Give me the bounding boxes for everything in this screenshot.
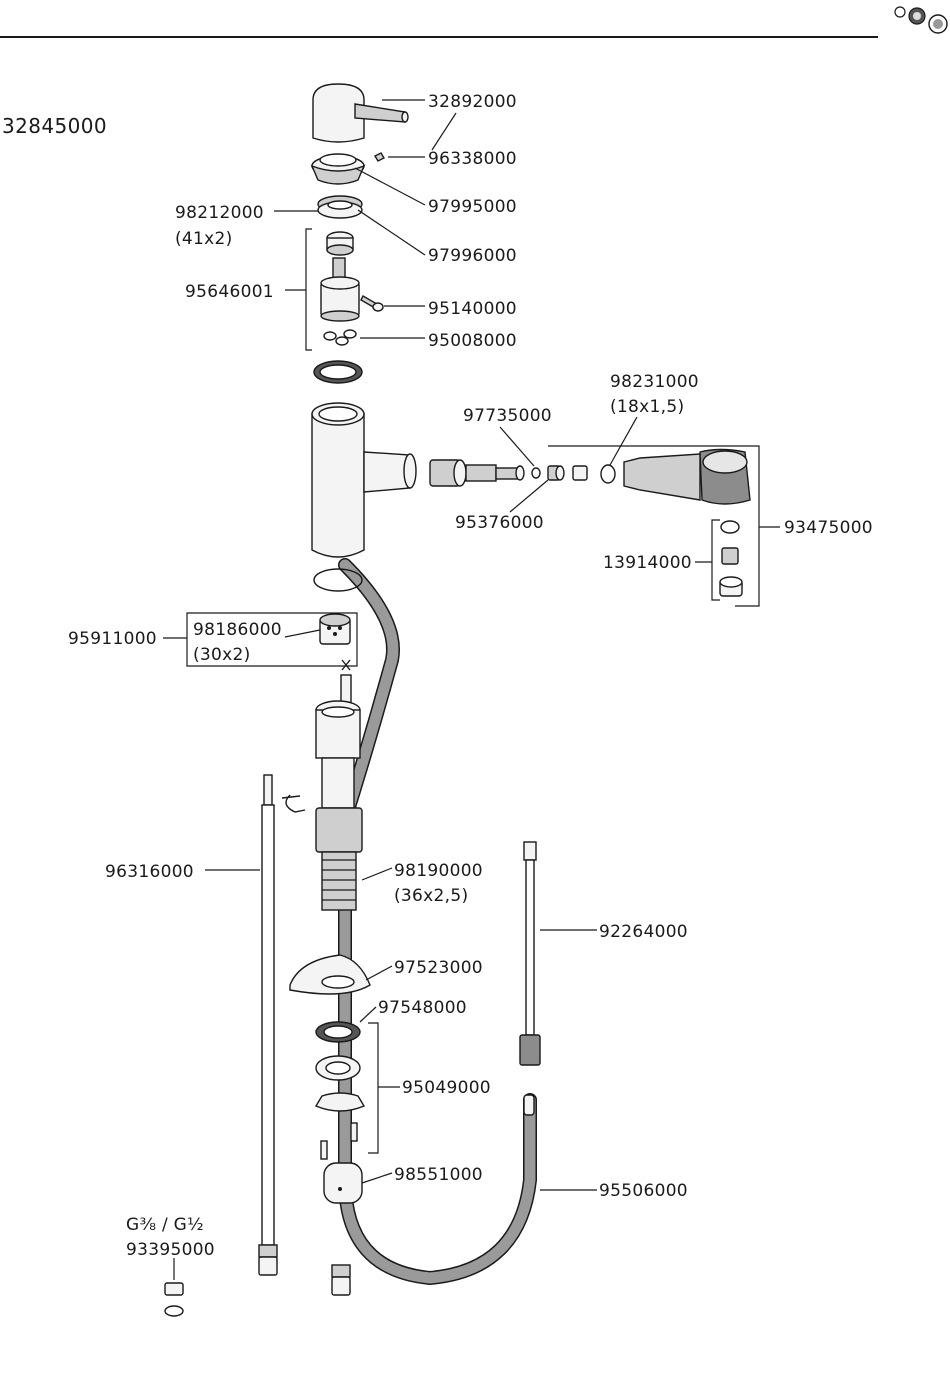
pull-hose-connector-drawing	[520, 842, 540, 1115]
label-mounting-set: 95049000	[402, 1078, 491, 1098]
label-oring-small-dims: (18x1,5)	[610, 397, 684, 417]
screw-drawing	[361, 296, 383, 311]
label-set-screw: 96338000	[428, 149, 517, 169]
mounting-bracket	[368, 1023, 378, 1153]
supply-hose-drawing	[259, 775, 277, 1275]
label-spray-head-set: 93475000	[784, 518, 873, 538]
label-pull-out-hose: 95506000	[599, 1181, 688, 1201]
label-supply-hose: 96316000	[105, 862, 194, 882]
cartridge-nut-drawing	[318, 196, 362, 218]
label-adapter-set: 93395000	[126, 1240, 215, 1260]
aerator-drawing	[720, 521, 742, 596]
adapter-set-drawing	[165, 1283, 183, 1316]
spray-head-drawing	[624, 450, 750, 505]
label-cartridge-set: 95646001	[185, 282, 274, 302]
label-adapter-thread: G⅜ / G½	[126, 1215, 204, 1235]
label-screw: 95140000	[428, 299, 517, 319]
spare-parts-logo	[895, 7, 947, 33]
supply-hose-center-drawing	[332, 1265, 350, 1295]
aerator-bracket	[712, 520, 720, 600]
seals-drawing	[324, 330, 356, 345]
cartridge-bracket	[306, 229, 312, 350]
label-cartridge-nut-dims: (41x2)	[175, 229, 233, 249]
label-cartridge-nut: 98212000	[175, 203, 264, 223]
washer-drawing	[316, 1022, 360, 1042]
label-check-valve-set: 95911000	[68, 629, 157, 649]
label-check-valve: 98186000	[193, 620, 282, 640]
connector-drawing	[532, 468, 540, 478]
set-screw-drawing	[375, 153, 384, 161]
spout-insert-drawing	[430, 460, 524, 486]
adapter-drawing	[548, 466, 587, 480]
faucet-body-drawing	[312, 403, 416, 557]
label-base-oring-dims: (36x2,5)	[394, 886, 468, 906]
model-number: 32845000	[2, 114, 107, 138]
label-seals: 95008000	[428, 331, 517, 351]
label-oring-small: 98231000	[610, 372, 699, 392]
cartridge-drawing	[321, 232, 359, 321]
label-adapter: 95376000	[455, 513, 544, 533]
lever-handle-drawing	[313, 84, 408, 142]
shank-drawing	[282, 675, 362, 910]
label-aerator: 13914000	[603, 553, 692, 573]
label-base-oring: 98190000	[394, 861, 483, 881]
label-cartridge-ring: 97996000	[428, 246, 517, 266]
oring-small-drawing	[601, 465, 615, 483]
label-connector: 97735000	[463, 406, 552, 426]
label-pull-hose-connector: 92264000	[599, 922, 688, 942]
label-lever-handle: 32892000	[428, 92, 517, 112]
base-plate-drawing	[290, 955, 370, 994]
label-base-plate: 97523000	[394, 958, 483, 978]
leader-lines	[163, 100, 780, 1280]
label-washer: 97548000	[378, 998, 467, 1018]
label-check-valve-dims: (30x2)	[193, 645, 251, 665]
check-valve-drawing	[320, 614, 350, 670]
label-weight: 98551000	[394, 1165, 483, 1185]
label-cap: 97995000	[428, 197, 517, 217]
weight-drawing	[324, 1163, 362, 1203]
